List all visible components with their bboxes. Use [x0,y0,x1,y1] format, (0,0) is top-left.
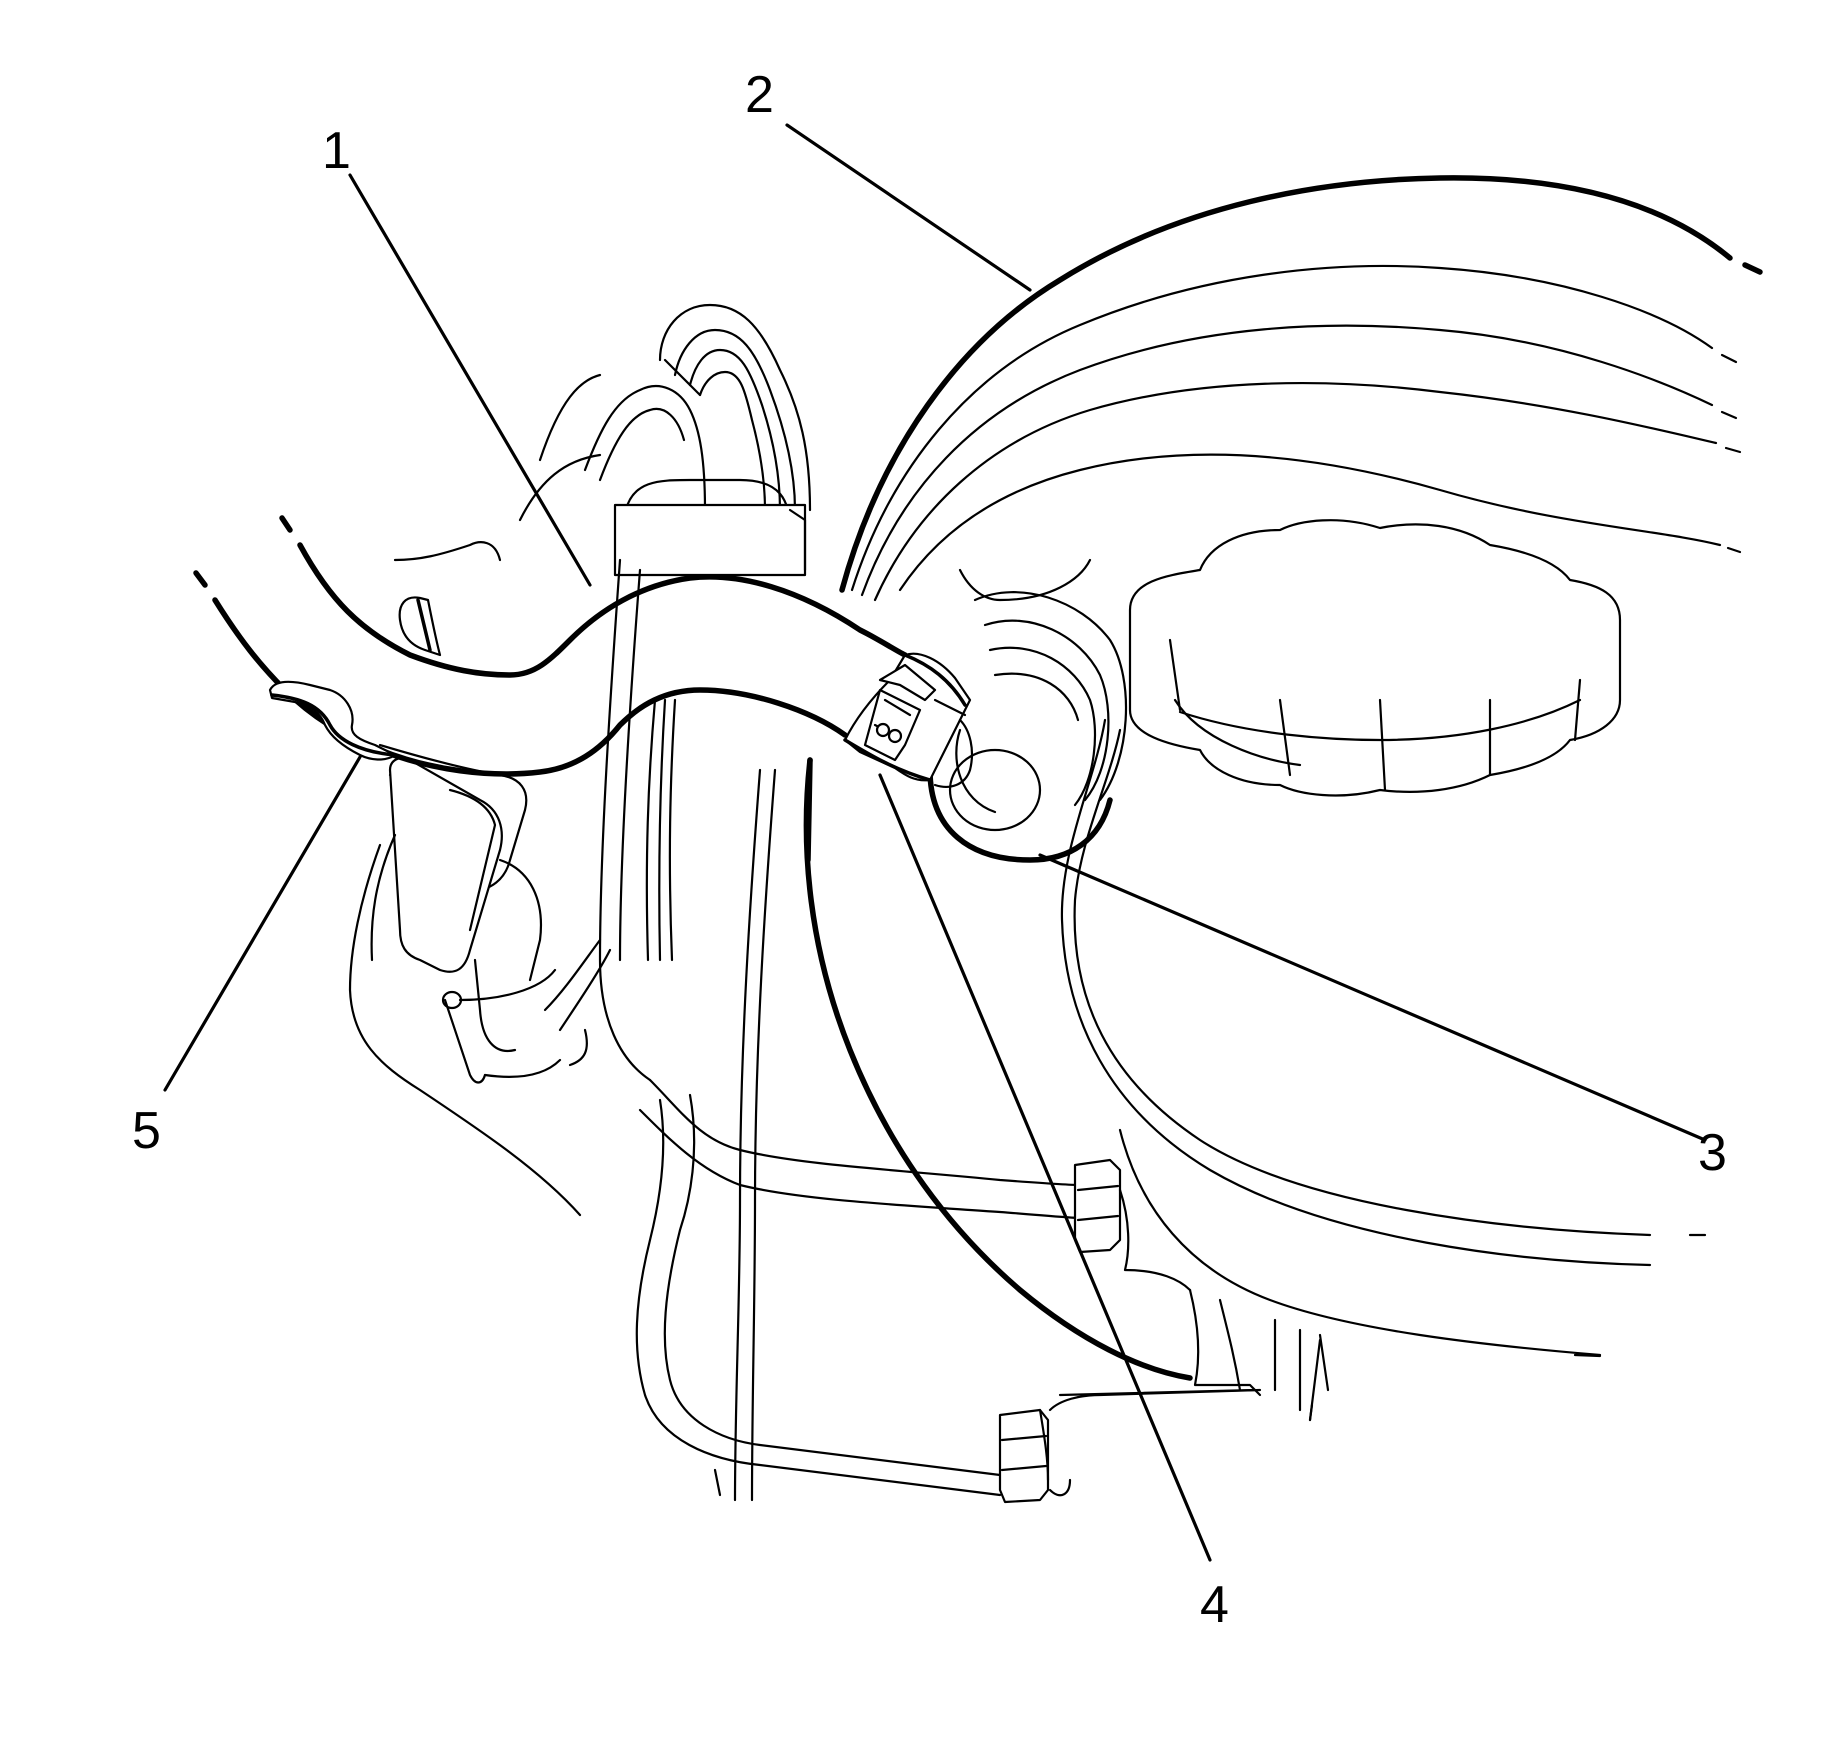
leader-lines [163,123,1707,1562]
brake-lines [393,303,1082,1502]
callout-labels: 1 2 3 4 5 [132,66,1727,1634]
reservoir-outline [839,175,1763,602]
callout-2: 2 [745,66,774,124]
leader-line-1 [348,173,592,587]
reservoir-cap [1128,519,1622,797]
hose-clamp-right [843,652,974,788]
callout-3: 3 [1698,1124,1727,1182]
lower-structure [1038,1288,1330,1482]
callout-1: 1 [322,122,351,180]
reservoir-fitting [927,591,1128,863]
rear-hose [803,757,1193,1381]
leader-line-5 [163,755,362,1092]
left-bracket [348,743,612,1217]
leader-line-4 [878,773,1212,1562]
leader-line-2 [785,123,1032,292]
callout-5: 5 [132,1102,161,1160]
hose-clamp-left [268,596,442,761]
line-fittings [998,1158,1262,1504]
callout-4: 4 [1200,1576,1229,1634]
leader-line-3 [1038,853,1707,1142]
